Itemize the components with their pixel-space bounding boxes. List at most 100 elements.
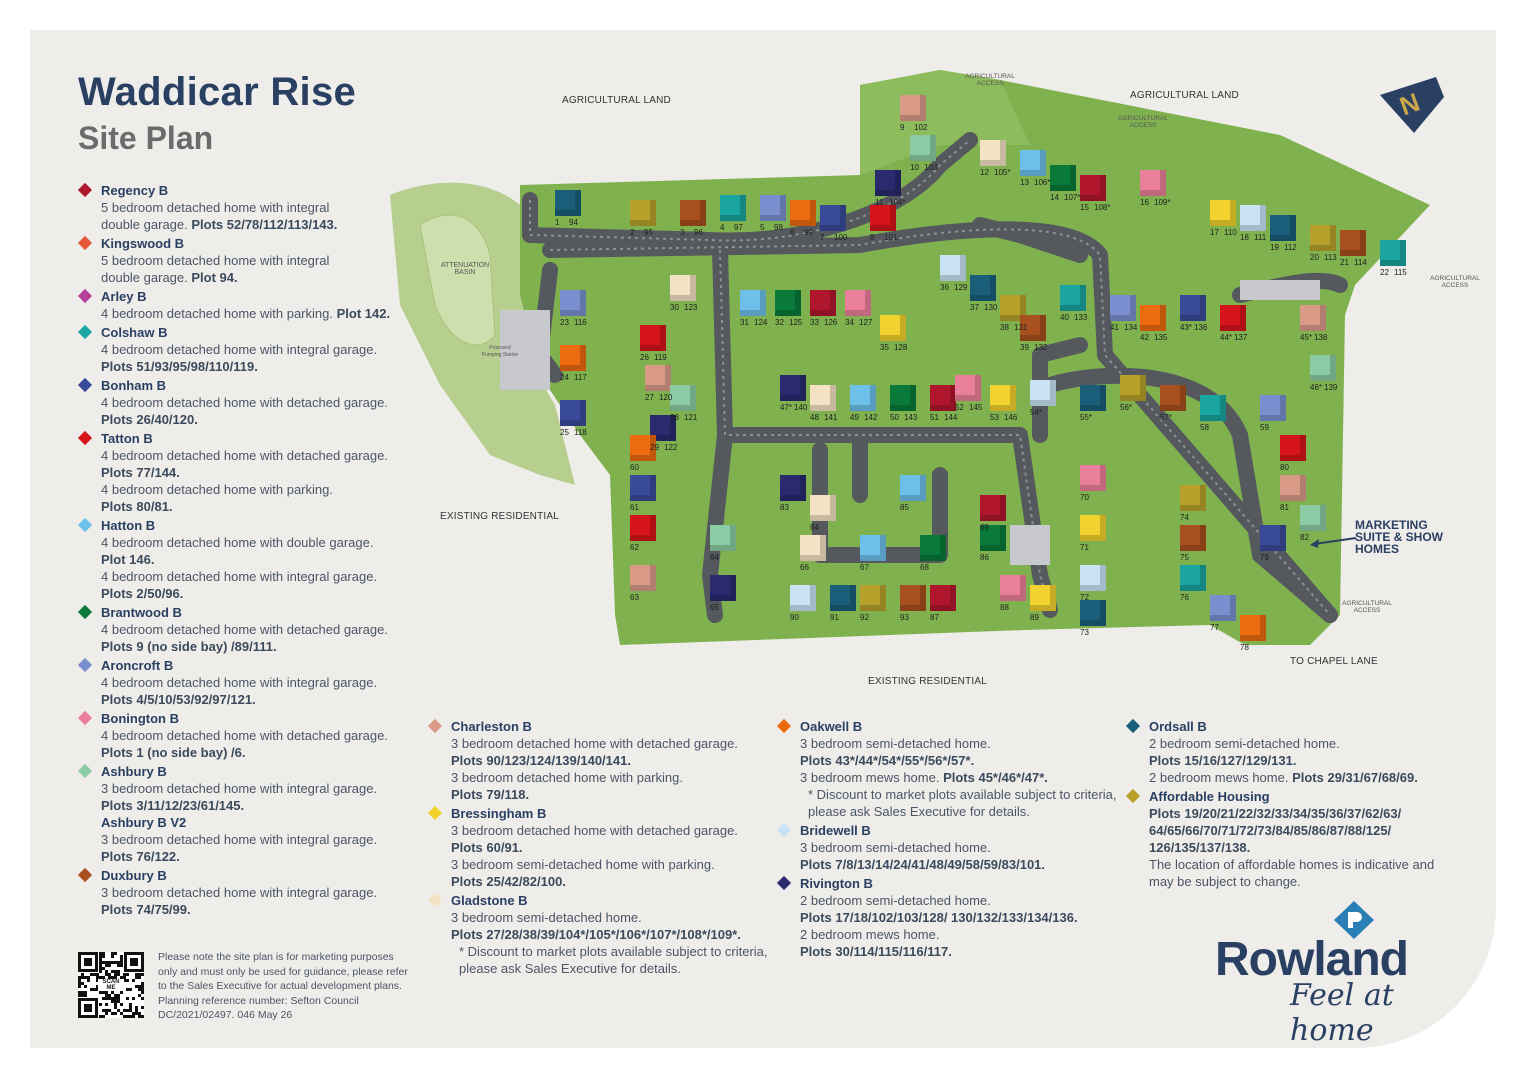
label-existing-residential-bottom: EXISTING RESIDENTIAL xyxy=(868,676,988,687)
legend-plots: Plots 90/123/124/139/140/141. xyxy=(451,753,631,768)
house-marker xyxy=(940,255,966,281)
plot-number: 24 xyxy=(560,373,569,382)
house-marker xyxy=(1110,295,1136,321)
legend-house-name: Rivington B xyxy=(800,876,873,891)
legend-description: 3 bedroom detached home with integral ga… xyxy=(101,832,378,847)
legend-swatch-icon xyxy=(77,430,93,446)
marketing-suite-text: MARKETING SUITE & SHOW HOMES xyxy=(1355,518,1444,556)
legend-note: please ask Sales Executive for details. xyxy=(459,961,681,976)
house-marker xyxy=(880,315,906,341)
plot-number: 56* xyxy=(1120,403,1133,412)
plot-number: 120 xyxy=(659,393,673,402)
house-marker xyxy=(1050,165,1076,191)
house-marker xyxy=(1080,175,1106,201)
qr-code[interactable]: SCAN ME xyxy=(78,952,144,1018)
house-marker xyxy=(810,495,836,521)
legend-house-name: Aroncroft B xyxy=(101,658,174,673)
legend-swatch-icon xyxy=(776,822,792,838)
rowland-logo-icon xyxy=(1334,901,1374,939)
house-marker xyxy=(1080,515,1106,541)
plot-number: 17 xyxy=(1210,228,1219,237)
plot-number: 51 xyxy=(930,413,939,422)
plot-number: 86 xyxy=(980,553,989,562)
label-agricultural-access-4: AGRICULTURAL ACCESS xyxy=(1342,600,1392,614)
plot-number: 73 xyxy=(1080,628,1089,637)
house-marker xyxy=(1000,575,1026,601)
plot-number: 42 xyxy=(1140,333,1149,342)
disclaimer-text: Please note the site plan is for marketi… xyxy=(158,951,408,1021)
legend-description: 3 bedroom detached home with integral ga… xyxy=(101,781,378,796)
house-marker xyxy=(1140,305,1166,331)
label-marketing-suite: MARKETING SUITE & SHOW HOMES xyxy=(1355,519,1445,555)
plot-number: 123 xyxy=(684,303,698,312)
legend-description: 4 bedroom detached home with detached ga… xyxy=(101,448,388,463)
label-to-chapel-lane: TO CHAPEL LANE xyxy=(1290,656,1378,667)
legend-house-name: Colshaw B xyxy=(101,325,168,340)
house-marker xyxy=(1080,565,1106,591)
legend-swatch-icon xyxy=(77,377,93,393)
legend-note: * Discount to market plots available sub… xyxy=(459,944,768,959)
label-agricultural-land-right: AGRICULTURAL LAND xyxy=(1130,90,1239,101)
legend-swatch-icon xyxy=(776,718,792,734)
plot-number: 145 xyxy=(969,403,983,412)
legend-house-name: Bressingham B xyxy=(451,806,547,821)
legend-description: 3 bedroom mews home. Plots 45*/46*/47*. xyxy=(800,769,1117,786)
legend-description: 4 bedroom detached home with detached ga… xyxy=(101,395,388,410)
plot-number: 50 xyxy=(890,413,899,422)
house-marker xyxy=(930,385,956,411)
legend-description: 4 bedroom detached home with double gara… xyxy=(101,535,374,550)
plot-number: 77 xyxy=(1210,623,1219,632)
legend-house-name: Ashbury B xyxy=(101,764,167,779)
legend-description: may be subject to change. xyxy=(1149,874,1301,889)
plot-number: 113 xyxy=(1324,253,1337,262)
plot-number: 14 xyxy=(1050,193,1059,202)
legend-description: 4 bedroom detached home with parking. xyxy=(101,482,333,497)
legend-house-name: Brantwood B xyxy=(101,605,182,620)
label-agricultural-access-2: AGRICULTURAL ACCESS xyxy=(1118,115,1168,129)
plot-number: 112 xyxy=(1284,243,1297,252)
house-marker xyxy=(1300,505,1326,531)
plot-number: 129 xyxy=(954,283,968,292)
plot-number: 76 xyxy=(1180,593,1189,602)
legend-plots: Plots 52/78/112/113/143. xyxy=(191,217,338,232)
house-marker xyxy=(780,375,806,401)
house-marker xyxy=(640,325,666,351)
legend-plots: Plots 9 (no side bay) /89/111. xyxy=(101,639,277,654)
legend-item: Ashbury B 3 bedroom detached home with in… xyxy=(77,763,418,865)
legend-plots: Plots 26/40/120. xyxy=(101,412,198,427)
legend-plots: Plots 74/75/99. xyxy=(101,902,191,917)
plot-number: 126 xyxy=(824,318,838,327)
legend-swatch-icon xyxy=(77,657,93,673)
plot-number: 91 xyxy=(830,613,839,622)
legend-plots: Plots 4/5/10/53/92/97/121. xyxy=(101,692,256,707)
plot-number: 72 xyxy=(1080,593,1089,602)
plot-number: 44* xyxy=(1220,333,1233,342)
legend-house-name: Oakwell B xyxy=(800,719,863,734)
legend-plots: Plots 1 (no side bay) /6. xyxy=(101,745,246,760)
plot-number: 19 xyxy=(1270,243,1279,252)
legend-swatch-icon xyxy=(77,517,93,533)
plot-number: 61 xyxy=(630,503,639,512)
plot-number: 60 xyxy=(630,463,639,472)
plot-number: 122 xyxy=(664,443,678,452)
house-marker xyxy=(630,515,656,541)
legend-house-name: Bonington B xyxy=(101,711,179,726)
legend-plots: Plots 51/93/95/98/110/119. xyxy=(101,359,258,374)
plot-number: 92 xyxy=(860,613,869,622)
plot-number: 95 xyxy=(644,228,653,237)
house-marker xyxy=(720,195,746,221)
legend-description: 5 bedroom detached home with integral xyxy=(101,253,330,268)
label-agricultural-land-left: AGRICULTURAL LAND xyxy=(562,95,671,106)
legend-description-text: double garage. xyxy=(101,217,192,232)
house-marker xyxy=(560,290,586,316)
legend-plots: Plots 7/8/13/14/24/41/48/49/58/59/83/101… xyxy=(800,857,1046,872)
legend-description: 3 bedroom semi-detached home. xyxy=(451,910,642,925)
plot-number: 39 xyxy=(1020,343,1029,352)
house-marker xyxy=(990,385,1016,411)
plot-number: 85 xyxy=(900,503,909,512)
house-marker xyxy=(870,205,896,231)
